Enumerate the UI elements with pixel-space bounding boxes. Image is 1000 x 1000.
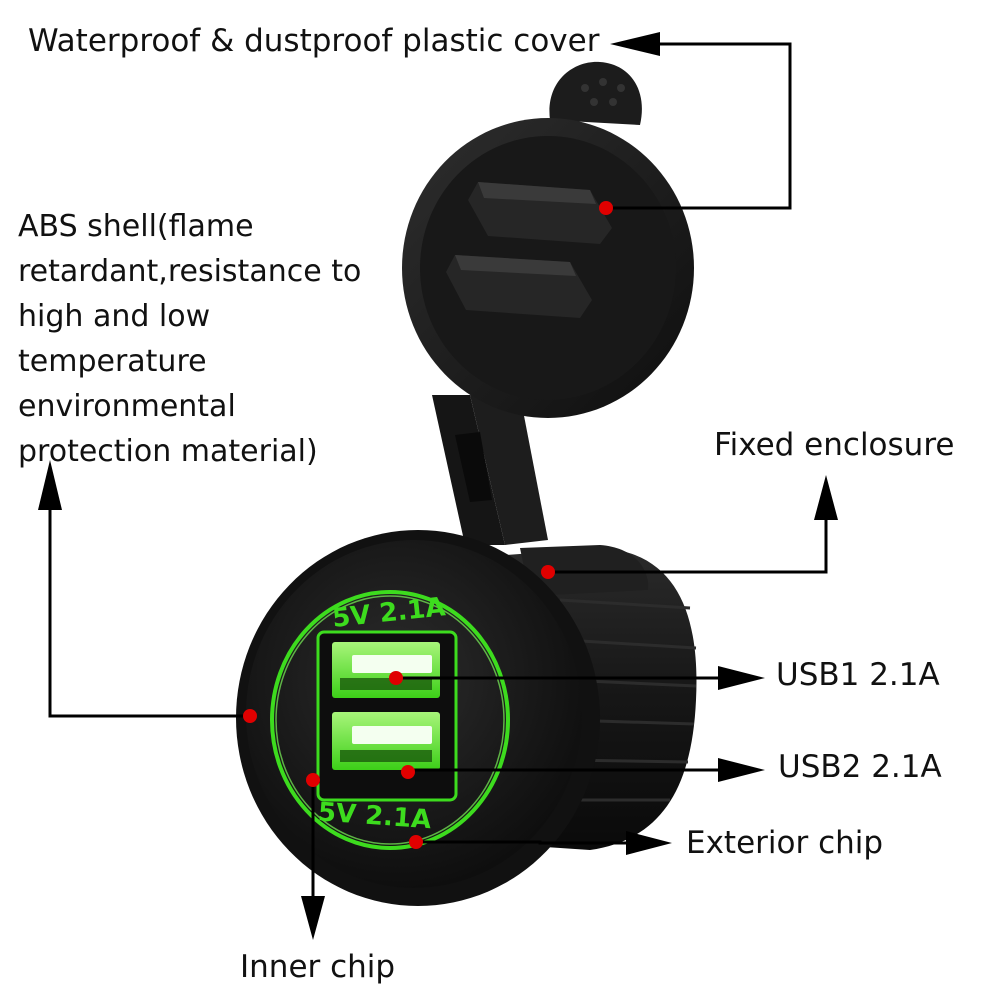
abs-shell-line: ABS shell(flame	[18, 209, 254, 244]
abs-shell-line: high and low	[18, 299, 211, 334]
exterior-chip-label: Exterior chip	[686, 825, 884, 861]
arrow-enclosure	[814, 475, 838, 520]
socket-face	[236, 530, 600, 906]
abs-shell-label: ABS shell(flame retardant,resistance to …	[18, 204, 361, 474]
abs-shell-line: retardant,resistance to	[18, 254, 362, 289]
marker-exterior	[409, 835, 423, 849]
cover-strap	[432, 395, 548, 545]
abs-shell-line: temperature	[18, 344, 207, 379]
marker-abs	[243, 709, 257, 723]
usb1-label: USB1 2.1A	[776, 657, 940, 693]
arrow-abs	[38, 460, 62, 510]
marker-usb1	[389, 671, 403, 685]
markers	[243, 201, 613, 849]
abs-shell-line: environmental	[18, 389, 236, 424]
waterproof-cover	[402, 61, 694, 418]
fixed-enclosure-label: Fixed enclosure	[714, 427, 955, 463]
abs-shell-line: protection material)	[18, 434, 318, 469]
marker-enclosure	[541, 565, 555, 579]
arrowheads	[38, 32, 838, 940]
cover-label: Waterproof & dustproof plastic cover	[28, 23, 600, 59]
arrow-exterior	[626, 831, 672, 855]
arrow-usb1	[718, 666, 765, 690]
inner-chip-label: Inner chip	[240, 949, 396, 985]
marker-usb2	[401, 765, 415, 779]
arrow-usb2	[718, 758, 765, 782]
arrow-cover	[610, 32, 660, 56]
marker-cover	[599, 201, 613, 215]
callout-lines	[48, 42, 828, 908]
arrow-inner	[301, 896, 325, 940]
marker-inner	[306, 773, 320, 787]
usb2-label: USB2 2.1A	[778, 749, 942, 785]
